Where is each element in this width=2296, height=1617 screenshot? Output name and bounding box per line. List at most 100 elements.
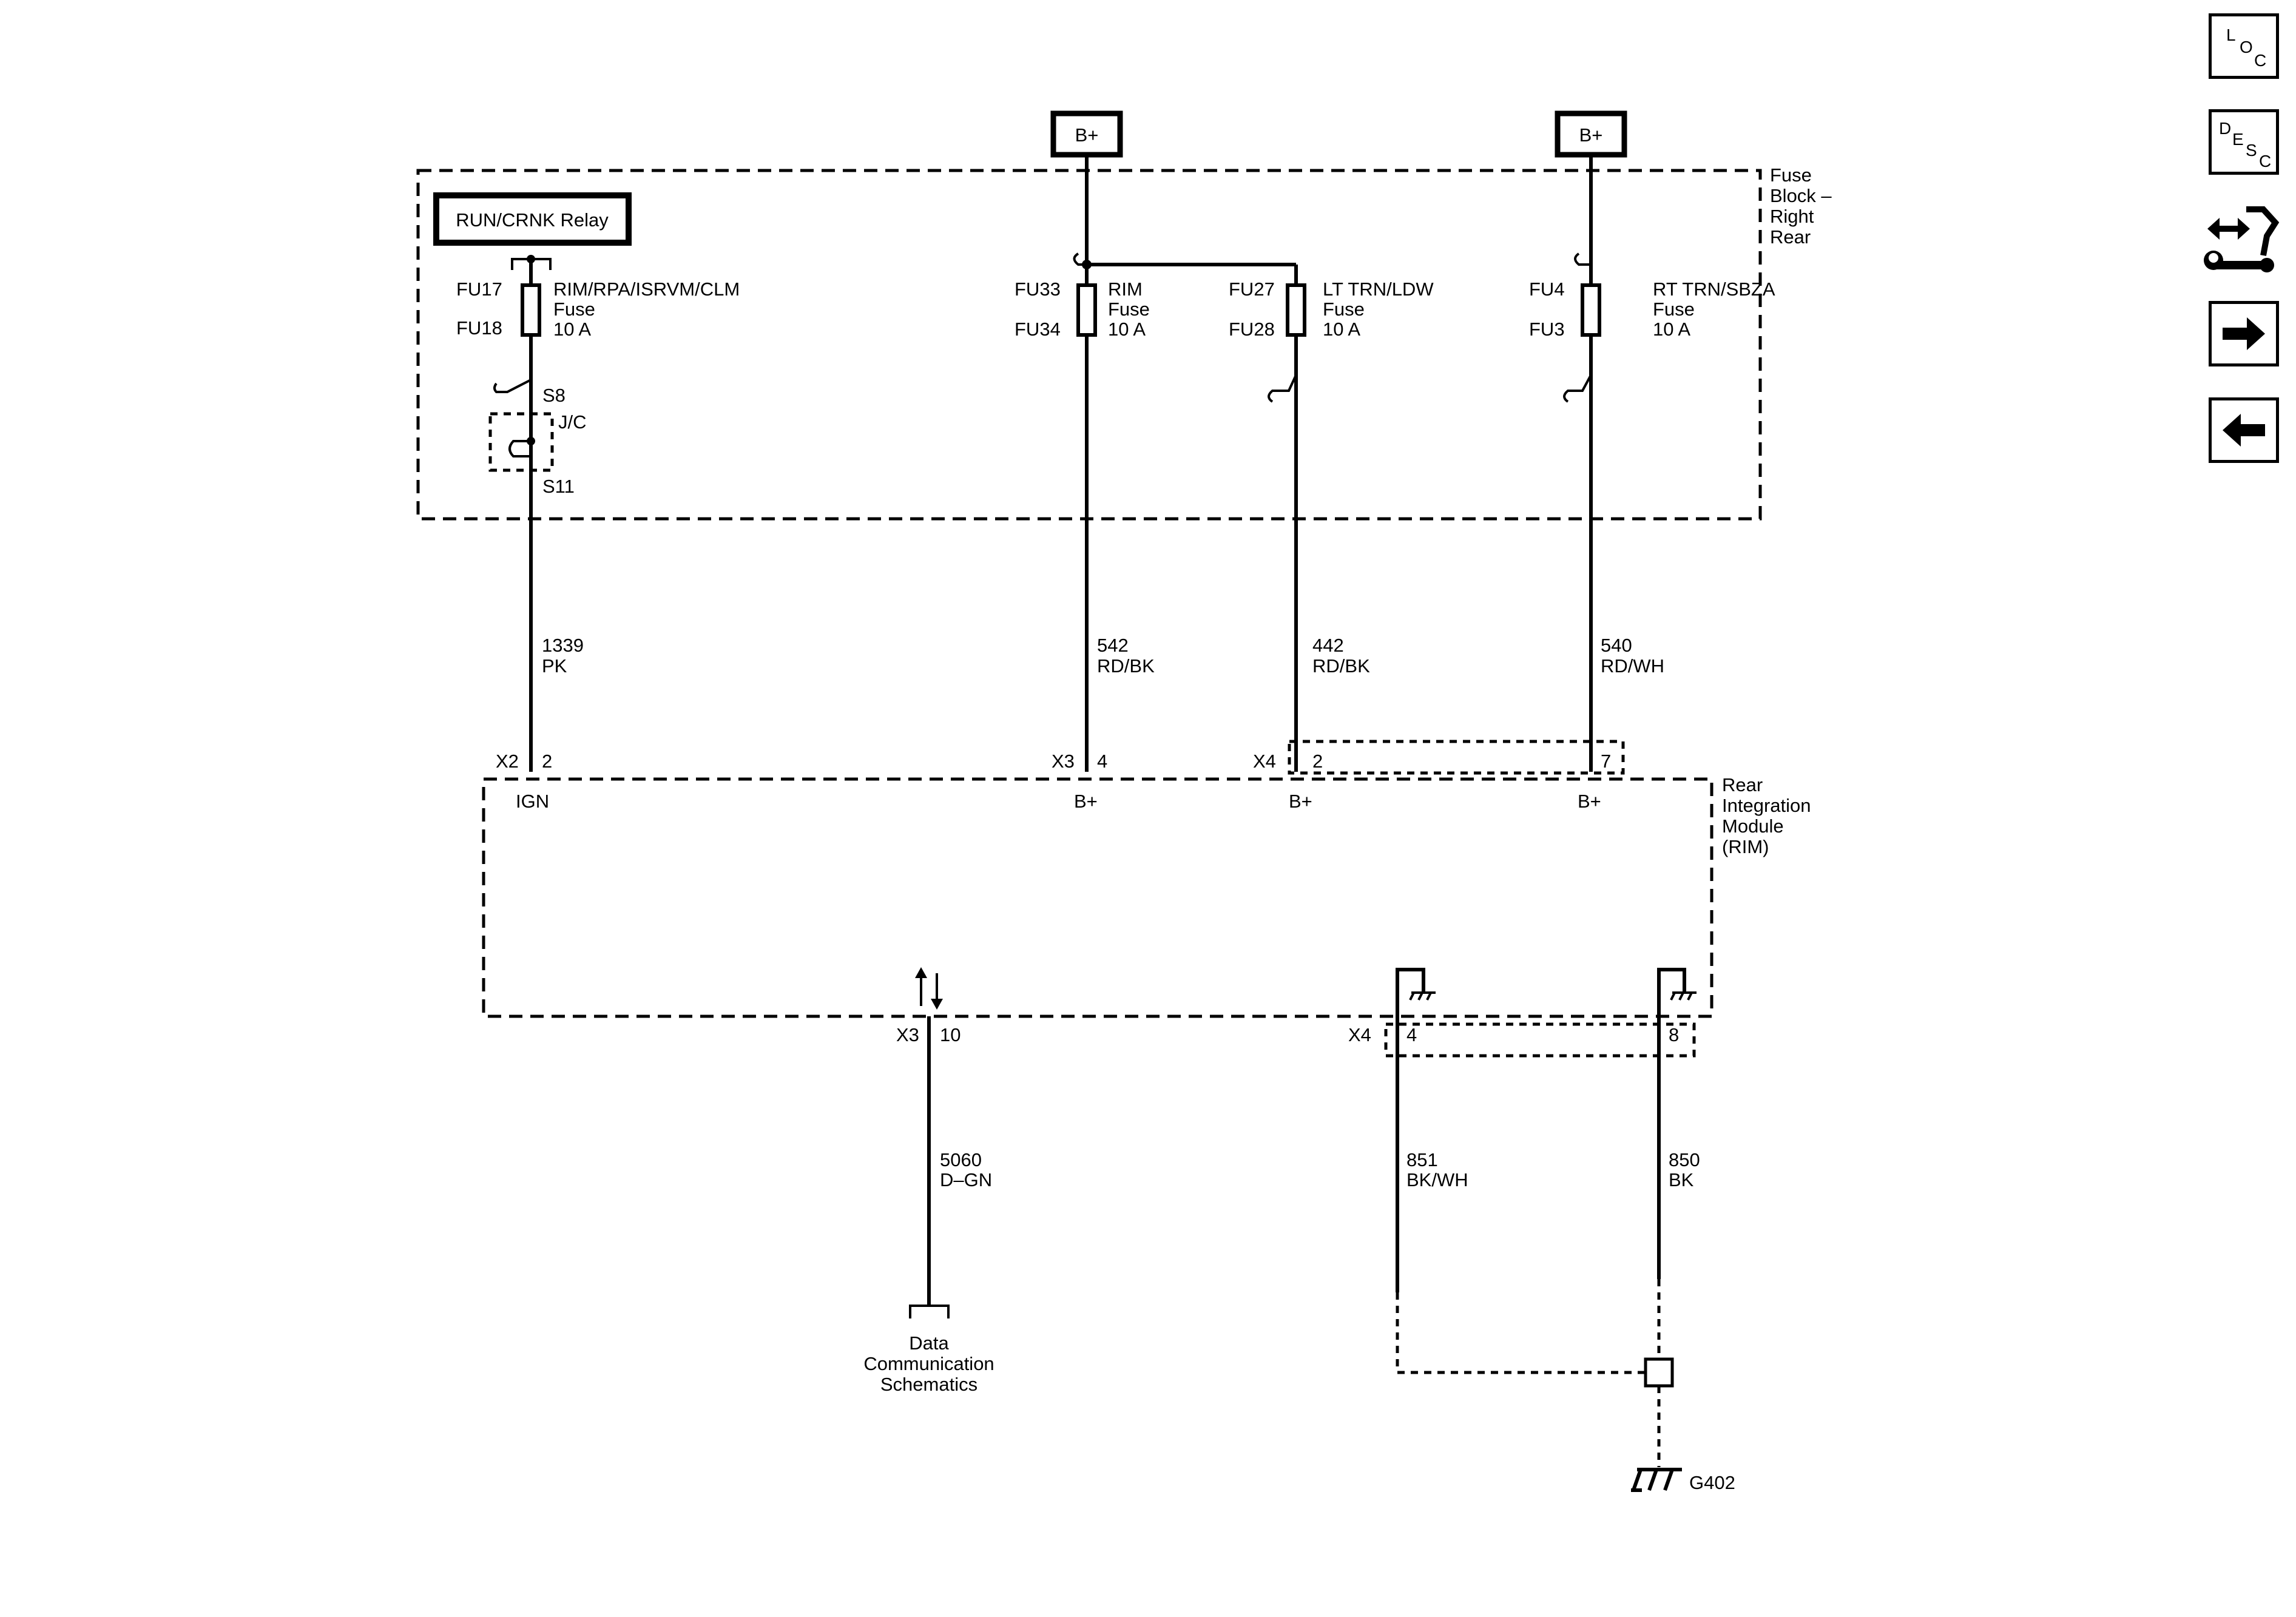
splice-label: S8 xyxy=(542,385,566,406)
data-comm-label: Schematics xyxy=(880,1374,977,1395)
wire-color: BK xyxy=(1669,1169,1694,1190)
pin-function: B+ xyxy=(1578,791,1601,812)
fuse-block-label: Right xyxy=(1770,206,1814,227)
wire-color: RD/WH xyxy=(1601,655,1664,677)
bplus-label: B+ xyxy=(1075,124,1099,146)
fuse-block-label: Block – xyxy=(1770,185,1832,206)
module-label: (RIM) xyxy=(1722,836,1769,857)
splice-label: S11 xyxy=(542,476,575,497)
fuse-id: FU18 xyxy=(456,317,502,339)
fuse-id: FU27 xyxy=(1229,279,1275,300)
bplus-source-left: B+ xyxy=(1050,110,1123,158)
pin-number: 4 xyxy=(1097,751,1107,772)
fuse-id: FU4 xyxy=(1529,279,1565,300)
fuse-id: FU33 xyxy=(1015,279,1061,300)
data-comm-label: Data xyxy=(909,1332,949,1354)
x4-connector-top xyxy=(1288,740,1625,775)
loc-letter: L xyxy=(2226,25,2236,44)
desc-letter: D xyxy=(2219,119,2231,138)
fuse-block-label: Fuse xyxy=(1770,164,1812,186)
wire-color: BK/WH xyxy=(1406,1169,1468,1190)
connector-tool-button[interactable] xyxy=(2204,197,2283,282)
pin-number: 2 xyxy=(1312,751,1323,772)
pin-number: 8 xyxy=(1669,1024,1679,1045)
loc-icon: L O C xyxy=(2226,25,2266,70)
fuse-fu4 xyxy=(1581,283,1601,337)
fuse-rating: 10 A xyxy=(553,319,591,340)
desc-letter: E xyxy=(2232,130,2244,149)
fuse-id: FU3 xyxy=(1529,319,1565,340)
previous-page-button[interactable] xyxy=(2209,397,2279,463)
fuse-fu33 xyxy=(1076,283,1097,337)
next-page-button[interactable] xyxy=(2209,301,2279,366)
relay-label: RUN/CRNK Relay xyxy=(456,209,609,231)
bplus-label: B+ xyxy=(1579,124,1603,146)
internal-ground-icon xyxy=(1396,968,1436,1067)
ground-g402-icon xyxy=(1631,1468,1682,1492)
wire-color: D–GN xyxy=(940,1169,992,1190)
pin-number: 4 xyxy=(1406,1024,1417,1045)
fuse-name: RIM xyxy=(1108,279,1143,300)
pin-function: B+ xyxy=(1074,791,1098,812)
connector-id: X4 xyxy=(1253,751,1276,772)
serial-data-arrows-icon xyxy=(915,967,943,1010)
fuse-id: FU17 xyxy=(456,279,502,300)
pin-function: B+ xyxy=(1289,791,1312,812)
desc-button[interactable]: D E S C xyxy=(2209,109,2279,175)
fuse-name: RIM/RPA/ISRVM/CLM xyxy=(553,279,740,300)
pin-number: 10 xyxy=(940,1024,961,1045)
fuse-fu17 xyxy=(521,283,541,337)
fuse-fu27 xyxy=(1286,283,1306,337)
x4-connector-bottom xyxy=(1384,1022,1696,1058)
jc-junction xyxy=(488,412,554,472)
module-label: Rear xyxy=(1722,774,1763,795)
arrow-left-icon xyxy=(2223,414,2265,447)
loc-letter: C xyxy=(2254,51,2266,70)
jc-label: J/C xyxy=(558,411,587,433)
fuse-type: Fuse xyxy=(1653,299,1695,320)
fuse-id: FU28 xyxy=(1229,319,1275,340)
arrow-right-icon xyxy=(2223,317,2265,350)
wire-circuit: 1339 xyxy=(542,635,584,656)
wire-color: RD/BK xyxy=(1312,655,1370,677)
data-comm-label: Communication xyxy=(863,1353,994,1374)
wire-color: PK xyxy=(542,655,567,677)
module-label: Integration xyxy=(1722,795,1811,816)
fuse-name: LT TRN/LDW xyxy=(1323,279,1434,300)
fuse-type: Fuse xyxy=(1323,299,1365,320)
connector-id: X4 xyxy=(1348,1024,1371,1045)
pin-number: 2 xyxy=(542,751,552,772)
loc-letter: O xyxy=(2240,38,2253,56)
internal-ground-icon xyxy=(1657,968,1697,1067)
bplus-source-right: B+ xyxy=(1555,110,1627,158)
ground-label: G402 xyxy=(1689,1472,1735,1493)
rim-module-outline xyxy=(482,777,1714,1018)
wire-circuit: 5060 xyxy=(940,1149,982,1170)
run-crnk-relay: RUN/CRNK Relay xyxy=(433,192,632,246)
fuse-name: RT TRN/SBZA xyxy=(1653,279,1775,300)
connector-id: X3 xyxy=(1052,751,1075,772)
fuse-type: Fuse xyxy=(553,299,595,320)
connector-id: X2 xyxy=(496,751,519,772)
desc-icon: D E S C xyxy=(2219,119,2271,170)
desc-letter: C xyxy=(2259,152,2271,170)
fuse-block-outline xyxy=(416,169,1762,521)
wire-circuit: 540 xyxy=(1601,635,1632,656)
fuse-rating: 10 A xyxy=(1653,319,1690,340)
module-label: Module xyxy=(1722,815,1784,837)
fuse-id: FU34 xyxy=(1015,319,1061,340)
connector-tool-icon xyxy=(2204,206,2280,272)
wire-circuit: 442 xyxy=(1312,635,1344,656)
fuse-rating: 10 A xyxy=(1108,319,1146,340)
desc-letter: S xyxy=(2246,141,2257,160)
wire-circuit: 850 xyxy=(1669,1149,1700,1170)
wire-circuit: 851 xyxy=(1406,1149,1438,1170)
pin-number: 7 xyxy=(1601,751,1611,772)
loc-button[interactable]: L O C xyxy=(2209,13,2279,79)
fuse-block-label: Rear xyxy=(1770,226,1811,248)
wire-circuit: 542 xyxy=(1097,635,1129,656)
fuse-type: Fuse xyxy=(1108,299,1150,320)
fuse-rating: 10 A xyxy=(1323,319,1360,340)
data-comm-connector-icon xyxy=(909,1305,950,1318)
